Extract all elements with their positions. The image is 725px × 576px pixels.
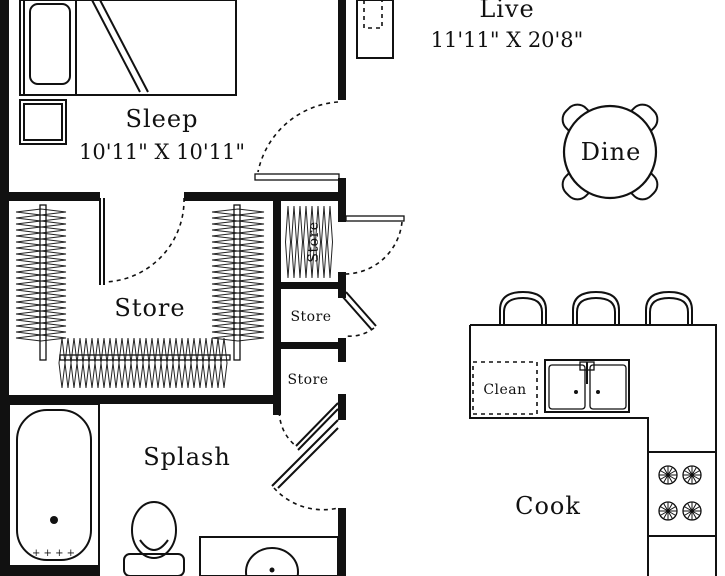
dishwasher (472, 361, 538, 415)
bar-stools (499, 290, 693, 325)
sleep-door-swing (257, 101, 339, 173)
store-small-1-door (345, 215, 405, 275)
svg-text:+ + + +: + + + + (32, 548, 75, 559)
store-small-1-label: Store (306, 221, 322, 262)
live-room-size: 11'11" X 20'8" (431, 28, 584, 52)
store-small-2-label: Store (290, 309, 331, 325)
sleep-room-label: Sleep (126, 105, 199, 133)
nightstand (19, 99, 67, 145)
sleep-room-size: 10'11" X 10'11" (79, 140, 245, 164)
bed (19, 0, 237, 96)
closet-store-label: Store (114, 294, 185, 322)
closet-door-swing (103, 197, 185, 283)
live-room-label: Live (479, 0, 534, 23)
stove (647, 451, 717, 537)
toilet (123, 501, 185, 576)
bath-vanity (199, 536, 339, 576)
bathtub: + + + + (8, 403, 100, 567)
media-console (356, 0, 394, 59)
store-small-1-hangers (284, 205, 334, 279)
walls (0, 0, 346, 576)
splash-room-label: Splash (143, 443, 231, 471)
kitchen-sink (544, 359, 630, 413)
bath-door (271, 402, 339, 511)
clean-label: Clean (483, 382, 526, 398)
store-small-3-label: Store (287, 372, 328, 388)
store-small-2-door (341, 291, 377, 337)
closet-rods (39, 198, 241, 361)
dining-table (561, 103, 659, 201)
cook-room-label: Cook (515, 492, 581, 520)
dine-room-label: Dine (581, 138, 642, 166)
